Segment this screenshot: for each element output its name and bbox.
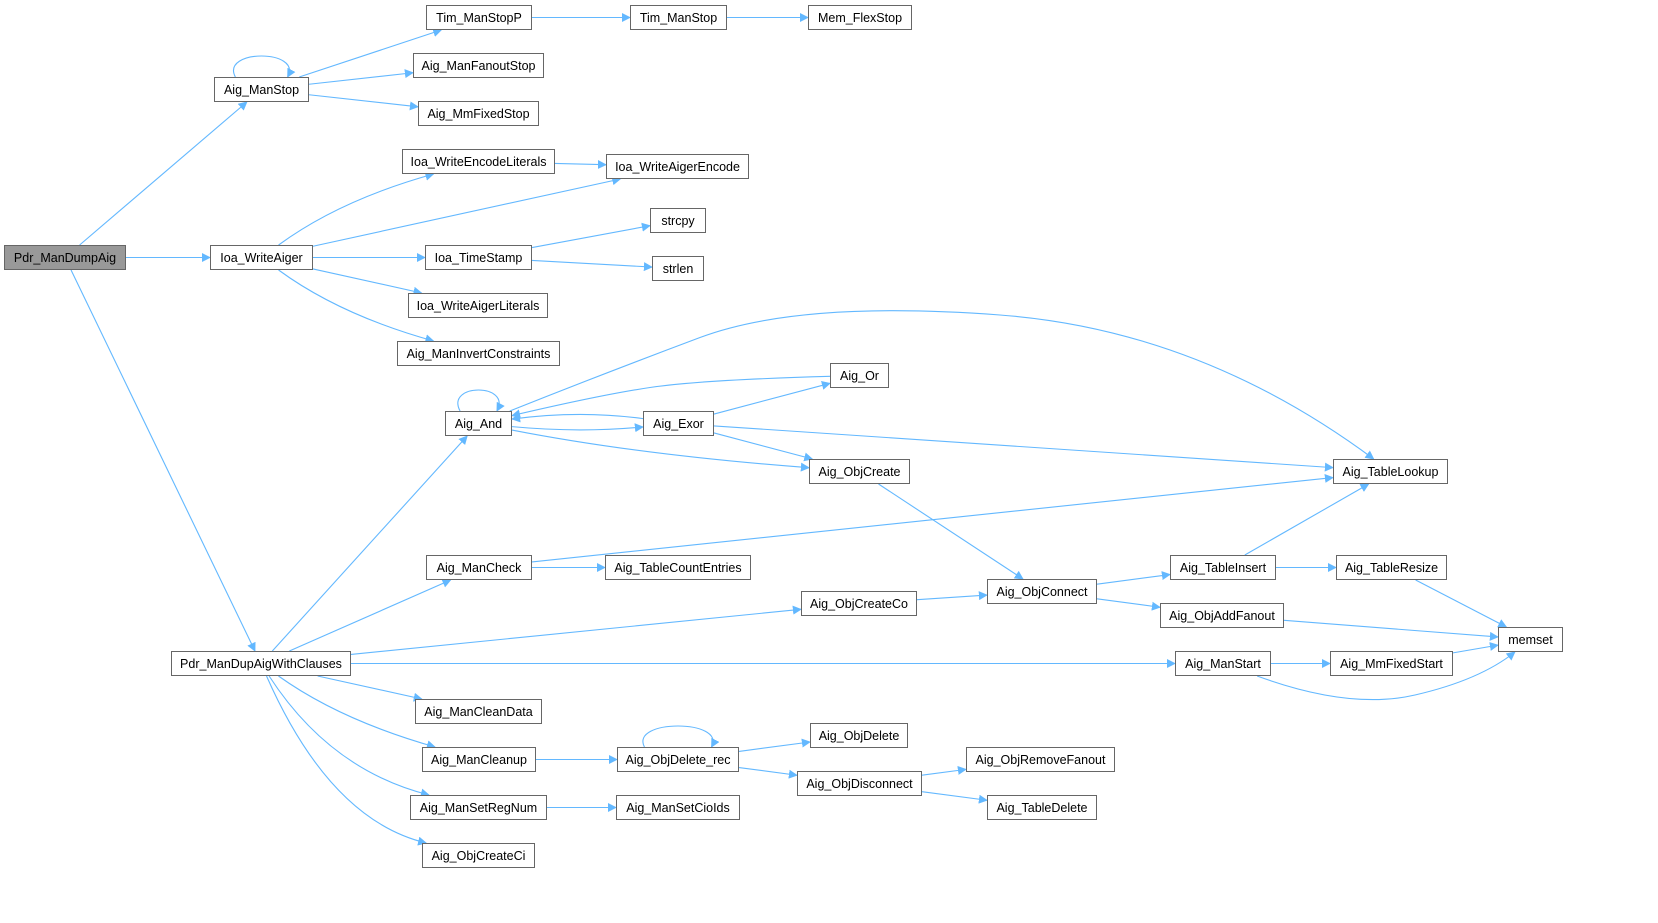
- node-aig-mancheck[interactable]: Aig_ManCheck: [426, 555, 532, 580]
- node-ioa-writeaiger[interactable]: Ioa_WriteAiger: [210, 245, 313, 270]
- edge-aig-manstop-to-aig-manstop: [233, 55, 296, 78]
- node-ioa-timestamp[interactable]: Ioa_TimeStamp: [425, 245, 532, 270]
- edge-pdr-mandupaigwithclauses-to-aig-mansetregnum: [268, 675, 430, 798]
- edge-aig-objdisconnect-to-aig-tabledelete: [921, 791, 988, 804]
- edge-aig-objcreateco-to-aig-objconnect: [916, 591, 988, 601]
- edge-aig-objdelete-rec-to-aig-objdelete-rec: [642, 725, 720, 748]
- node-aig-tableinsert[interactable]: Aig_TableInsert: [1170, 555, 1276, 580]
- node-aig-manstop[interactable]: Aig_ManStop: [214, 77, 309, 102]
- node-aig-objcreate[interactable]: Aig_ObjCreate: [809, 459, 910, 484]
- node-aig-mancleanup[interactable]: Aig_ManCleanup: [422, 747, 536, 772]
- node-aig-objcreateci[interactable]: Aig_ObjCreateCi: [422, 843, 535, 868]
- node-aig-objaddfanout[interactable]: Aig_ObjAddFanout: [1160, 603, 1284, 628]
- node-tim-manstop[interactable]: Tim_ManStop: [630, 5, 727, 30]
- edge-ioa-writeencodeliterals-to-ioa-writeaigerencode: [554, 160, 607, 169]
- node-aig-mmfixedstart[interactable]: Aig_MmFixedStart: [1330, 651, 1453, 676]
- node-aig-or[interactable]: Aig_Or: [830, 363, 889, 388]
- edge-pdr-mandupaigwithclauses-to-aig-objcreateci: [266, 675, 428, 846]
- edge-ioa-writeaiger-to-ioa-writeaigerencode: [312, 176, 622, 247]
- edge-aig-or-to-aig-and: [511, 375, 831, 419]
- node-tim-manstopp[interactable]: Tim_ManStopP: [426, 5, 532, 30]
- edge-pdr-mandumpaig-to-pdr-mandupaigwithclauses: [70, 269, 256, 652]
- edge-aig-objaddfanout-to-memset: [1283, 619, 1499, 641]
- node-aig-tablelookup[interactable]: Aig_TableLookup: [1333, 459, 1448, 484]
- edge-aig-objconnect-to-aig-tableinsert: [1096, 571, 1171, 585]
- edge-aig-manstart-to-memset: [1256, 651, 1516, 701]
- edge-pdr-mandupaigwithclauses-to-aig-objcreateco: [350, 605, 802, 656]
- node-aig-objdelete-rec[interactable]: Aig_ObjDelete_rec: [617, 747, 739, 772]
- edge-pdr-mandupaigwithclauses-to-aig-mancleanup: [278, 675, 436, 750]
- node-aig-manstart[interactable]: Aig_ManStart: [1175, 651, 1271, 676]
- node-pdr-mandumpaig[interactable]: Pdr_ManDumpAig: [4, 245, 126, 270]
- node-aig-mancleandata[interactable]: Aig_ManCleanData: [415, 699, 542, 724]
- node-ioa-writeencodeliterals[interactable]: Ioa_WriteEncodeLiterals: [402, 149, 555, 174]
- edge-aig-exor-to-aig-or: [713, 381, 831, 415]
- node-aig-objconnect[interactable]: Aig_ObjConnect: [987, 579, 1097, 604]
- edge-pdr-mandumpaig-to-aig-manstop: [79, 101, 248, 246]
- node-aig-objcreateco[interactable]: Aig_ObjCreateCo: [801, 591, 917, 616]
- node-strcpy[interactable]: strcpy: [650, 208, 706, 233]
- node-pdr-mandupaigwithclauses[interactable]: Pdr_ManDupAigWithClauses: [171, 651, 351, 676]
- node-aig-and[interactable]: Aig_And: [445, 411, 512, 436]
- edge-aig-objconnect-to-aig-objaddfanout: [1096, 598, 1161, 611]
- node-mem-flexstop[interactable]: Mem_FlexStop: [808, 5, 912, 30]
- edge-aig-and-to-aig-and: [457, 389, 505, 412]
- node-aig-maninvertconstraints[interactable]: Aig_ManInvertConstraints: [397, 341, 560, 366]
- edge-aig-tableresize-to-memset: [1415, 579, 1508, 628]
- edge-aig-manstop-to-tim-manstopp: [299, 28, 443, 78]
- node-aig-tablecountentries[interactable]: Aig_TableCountEntries: [605, 555, 751, 580]
- edge-aig-objdelete-rec-to-aig-objdelete: [738, 738, 811, 752]
- node-ioa-writeaigerliterals[interactable]: Ioa_WriteAigerLiterals: [408, 293, 548, 318]
- node-aig-objdelete[interactable]: Aig_ObjDelete: [810, 723, 908, 748]
- node-aig-objdisconnect[interactable]: Aig_ObjDisconnect: [797, 771, 922, 796]
- node-ioa-writeaigerencode[interactable]: Ioa_WriteAigerEncode: [606, 154, 749, 179]
- edge-aig-and-to-aig-exor: [511, 423, 644, 433]
- edge-aig-and-to-aig-tablelookup: [509, 310, 1375, 460]
- edge-pdr-mandupaigwithclauses-to-aig-mancleandata: [317, 675, 423, 702]
- edge-ioa-writeaiger-to-aig-maninvertconstraints: [278, 269, 435, 344]
- edge-aig-exor-to-aig-objcreate: [713, 432, 814, 462]
- edge-aig-objdisconnect-to-aig-objremovefanout: [921, 765, 967, 776]
- edge-aig-manstop-to-aig-mmfixedstop: [308, 94, 419, 111]
- node-strlen[interactable]: strlen: [652, 256, 704, 281]
- edge-aig-exor-to-aig-tablelookup: [713, 425, 1334, 472]
- node-aig-manfanoutstop[interactable]: Aig_ManFanoutStop: [413, 53, 544, 78]
- node-aig-mansetcioids[interactable]: Aig_ManSetCioIds: [616, 795, 740, 820]
- edge-ioa-writeaiger-to-ioa-writeaigerliterals: [312, 268, 423, 296]
- node-aig-mansetregnum[interactable]: Aig_ManSetRegNum: [410, 795, 547, 820]
- node-aig-tableresize[interactable]: Aig_TableResize: [1336, 555, 1447, 580]
- edge-ioa-timestamp-to-strcpy: [531, 222, 651, 249]
- edge-aig-and-to-aig-objcreate: [511, 429, 810, 472]
- edge-aig-exor-to-aig-and: [511, 413, 644, 423]
- edge-pdr-mandupaigwithclauses-to-aig-and: [271, 435, 468, 652]
- node-aig-mmfixedstop[interactable]: Aig_MmFixedStop: [418, 101, 539, 126]
- node-aig-exor[interactable]: Aig_Exor: [643, 411, 714, 436]
- edge-aig-objdelete-rec-to-aig-objdisconnect: [738, 767, 798, 779]
- node-aig-objremovefanout[interactable]: Aig_ObjRemoveFanout: [966, 747, 1115, 772]
- edge-aig-mmfixedstart-to-memset: [1452, 642, 1499, 654]
- edge-aig-objcreate-to-aig-objconnect: [878, 483, 1024, 580]
- edge-aig-manstop-to-aig-manfanoutstop: [308, 69, 414, 85]
- edge-aig-tableinsert-to-aig-tablelookup: [1244, 483, 1370, 556]
- edge-pdr-mandupaigwithclauses-to-aig-mancheck: [289, 579, 452, 652]
- node-aig-tabledelete[interactable]: Aig_TableDelete: [987, 795, 1097, 820]
- edge-ioa-timestamp-to-strlen: [531, 259, 653, 272]
- node-memset[interactable]: memset: [1498, 627, 1563, 652]
- edge-ioa-writeaiger-to-ioa-writeencodeliterals: [278, 171, 435, 246]
- edge-aig-mancheck-to-aig-tablelookup: [531, 473, 1334, 563]
